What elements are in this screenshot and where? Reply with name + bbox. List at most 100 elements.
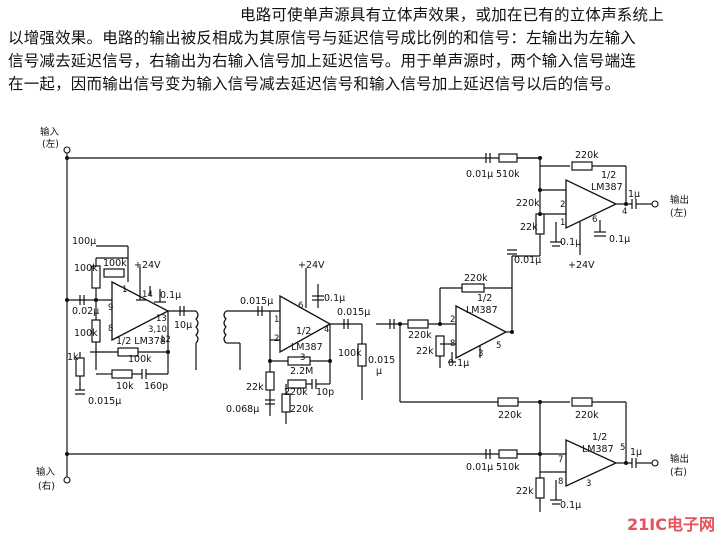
- label-ic-half: 1/2: [296, 326, 311, 337]
- label-c-01: 0.1μ: [560, 500, 581, 511]
- pin-label: 14: [142, 290, 153, 300]
- input-left-label: 输入: [40, 126, 60, 138]
- label-r-220k: 220k: [575, 150, 599, 161]
- label-supply: +24V: [134, 260, 161, 271]
- junction-dots: [65, 156, 628, 465]
- label-r-100k: 100k: [103, 258, 127, 269]
- pin-label: 3: [478, 349, 483, 359]
- label-c-160p: 160p: [144, 381, 168, 392]
- label-r-510k: 510k: [496, 169, 520, 180]
- description-line: 信号减去延迟信号，右输出为右输入信号加上延迟信号。用于单声源时，两个输入信号端连: [8, 52, 637, 70]
- pin-label: 9: [108, 303, 113, 313]
- output-left-label: 输出: [670, 194, 689, 206]
- pin-label: 6: [592, 215, 597, 225]
- label-c-0015: 0.015μ: [337, 307, 370, 318]
- pin-label: 4: [622, 207, 627, 217]
- label-c-10p: 10p: [316, 387, 334, 398]
- right-output-stage: [400, 397, 659, 512]
- label-c-01: 0.1μ: [609, 234, 630, 245]
- input-left-side: (左): [42, 138, 59, 150]
- pin-label: 7: [558, 455, 563, 465]
- label-ic-lm387: LM387: [591, 182, 623, 193]
- description-line: 在一起，因而输出信号变为输入信号减去延迟信号和输入信号加上延迟信号以后的信号。: [8, 75, 621, 93]
- label-supply: +24V: [568, 260, 595, 271]
- output-left-side: (左): [670, 207, 687, 219]
- pin-label: 12: [160, 335, 171, 345]
- pin-label: 1: [560, 218, 565, 228]
- label-r-220k: 220k: [516, 198, 540, 209]
- description-line: 以增强效果。电路的输出被反相成为其原信号与延迟信号成比例的和信号：左输出为左输入: [8, 29, 637, 47]
- label-c-mu: μ: [376, 366, 382, 377]
- pin-label: 6: [298, 301, 303, 311]
- output-right-side: (右): [670, 466, 687, 478]
- pin-label: 13: [156, 314, 167, 324]
- left-output-stage: [485, 153, 659, 256]
- description-line: 电路可使单声源具有立体声效果，或加在已有的立体声系统上: [240, 6, 664, 24]
- label-c-1: 1μ: [628, 189, 640, 200]
- watermark-logo: 21IC电子网: [627, 515, 715, 534]
- label-ic-half: 1/2: [477, 293, 492, 304]
- label-r-220k: 220k: [290, 404, 314, 415]
- label-c-01: 0.1μ: [324, 293, 345, 304]
- input-left-rail: [63, 146, 540, 460]
- pin-label: 8: [558, 477, 563, 487]
- label-c-0015: 0.015μ: [240, 296, 273, 307]
- description-text: 电路可使单声源具有立体声效果，或加在已有的立体声系统上 以增强效果。电路的输出被…: [8, 4, 716, 96]
- label-r-10k: 10k: [116, 381, 134, 392]
- pin-label: 1: [274, 315, 279, 325]
- delay-amp-stage: [250, 268, 367, 424]
- label-c-10: 10μ: [174, 320, 192, 331]
- pin-label: 8: [450, 339, 455, 349]
- label-r-100k: 100k: [74, 328, 98, 339]
- pin-label: 8: [108, 324, 113, 334]
- input-right-label: 输入: [36, 466, 56, 478]
- label-r-220k: 220k: [498, 410, 522, 421]
- label-c-0015: 0.015μ: [88, 396, 121, 407]
- label-c-100: 100μ: [72, 236, 96, 247]
- input-right-rail: [63, 453, 540, 484]
- preamp-stage: [67, 245, 196, 395]
- label-c-001: 0.01μ: [466, 462, 493, 473]
- label-ic-lm387: LM387: [582, 444, 614, 455]
- label-c-01: 0.1μ: [448, 358, 469, 369]
- label-ic-half: 1/2: [592, 432, 607, 443]
- label-r-220k: 220k: [284, 387, 308, 398]
- pin-label: 3,10: [148, 325, 167, 335]
- label-c-01: 0.1μ: [160, 290, 181, 301]
- pin-label: 1: [122, 285, 127, 295]
- label-c-1: 1μ: [630, 447, 642, 458]
- label-c-001: 0.01μ: [466, 169, 493, 180]
- pin-label: 2: [274, 334, 279, 344]
- label-r-1k: 1k: [67, 352, 79, 363]
- label-r-100k: 100k: [128, 354, 152, 365]
- output-right-label: 输出: [670, 453, 689, 465]
- label-c-002: 0.02μ: [72, 306, 99, 317]
- label-supply: +24V: [298, 260, 325, 271]
- delay-transformer: [195, 310, 250, 370]
- label-r-22k: 22k: [520, 222, 538, 233]
- label-r-220k: 220k: [575, 410, 599, 421]
- label-ic-lm387: LM387: [291, 342, 323, 353]
- label-r-22k: 22k: [246, 382, 264, 393]
- pin-label: 4: [324, 325, 329, 335]
- pin-label: 5: [496, 341, 501, 351]
- label-c-001: 0.01μ: [514, 255, 541, 266]
- label-c-0015b: 0.015: [368, 355, 395, 366]
- label-r-100k: 100k: [338, 348, 362, 359]
- label-ic-lm387: LM387: [466, 305, 498, 316]
- pin-label: 3: [300, 353, 305, 363]
- pin-label: 2: [560, 200, 565, 210]
- label-r-22M: 2.2M: [290, 366, 313, 377]
- pin-label: 5: [620, 443, 625, 453]
- label-c-0068: 0.068μ: [226, 404, 259, 415]
- pin-label: 2: [450, 315, 455, 325]
- pin-label: 3: [586, 479, 591, 489]
- label-r-22k: 22k: [416, 346, 434, 357]
- input-right-side: (右): [38, 480, 55, 492]
- label-r-22k: 22k: [516, 486, 534, 497]
- label-r-510k: 510k: [496, 462, 520, 473]
- label-ic-main: 1/2 LM378: [116, 336, 166, 347]
- label-c-01: 0.1μ: [560, 237, 581, 248]
- label-r-100k: 100k: [74, 263, 98, 274]
